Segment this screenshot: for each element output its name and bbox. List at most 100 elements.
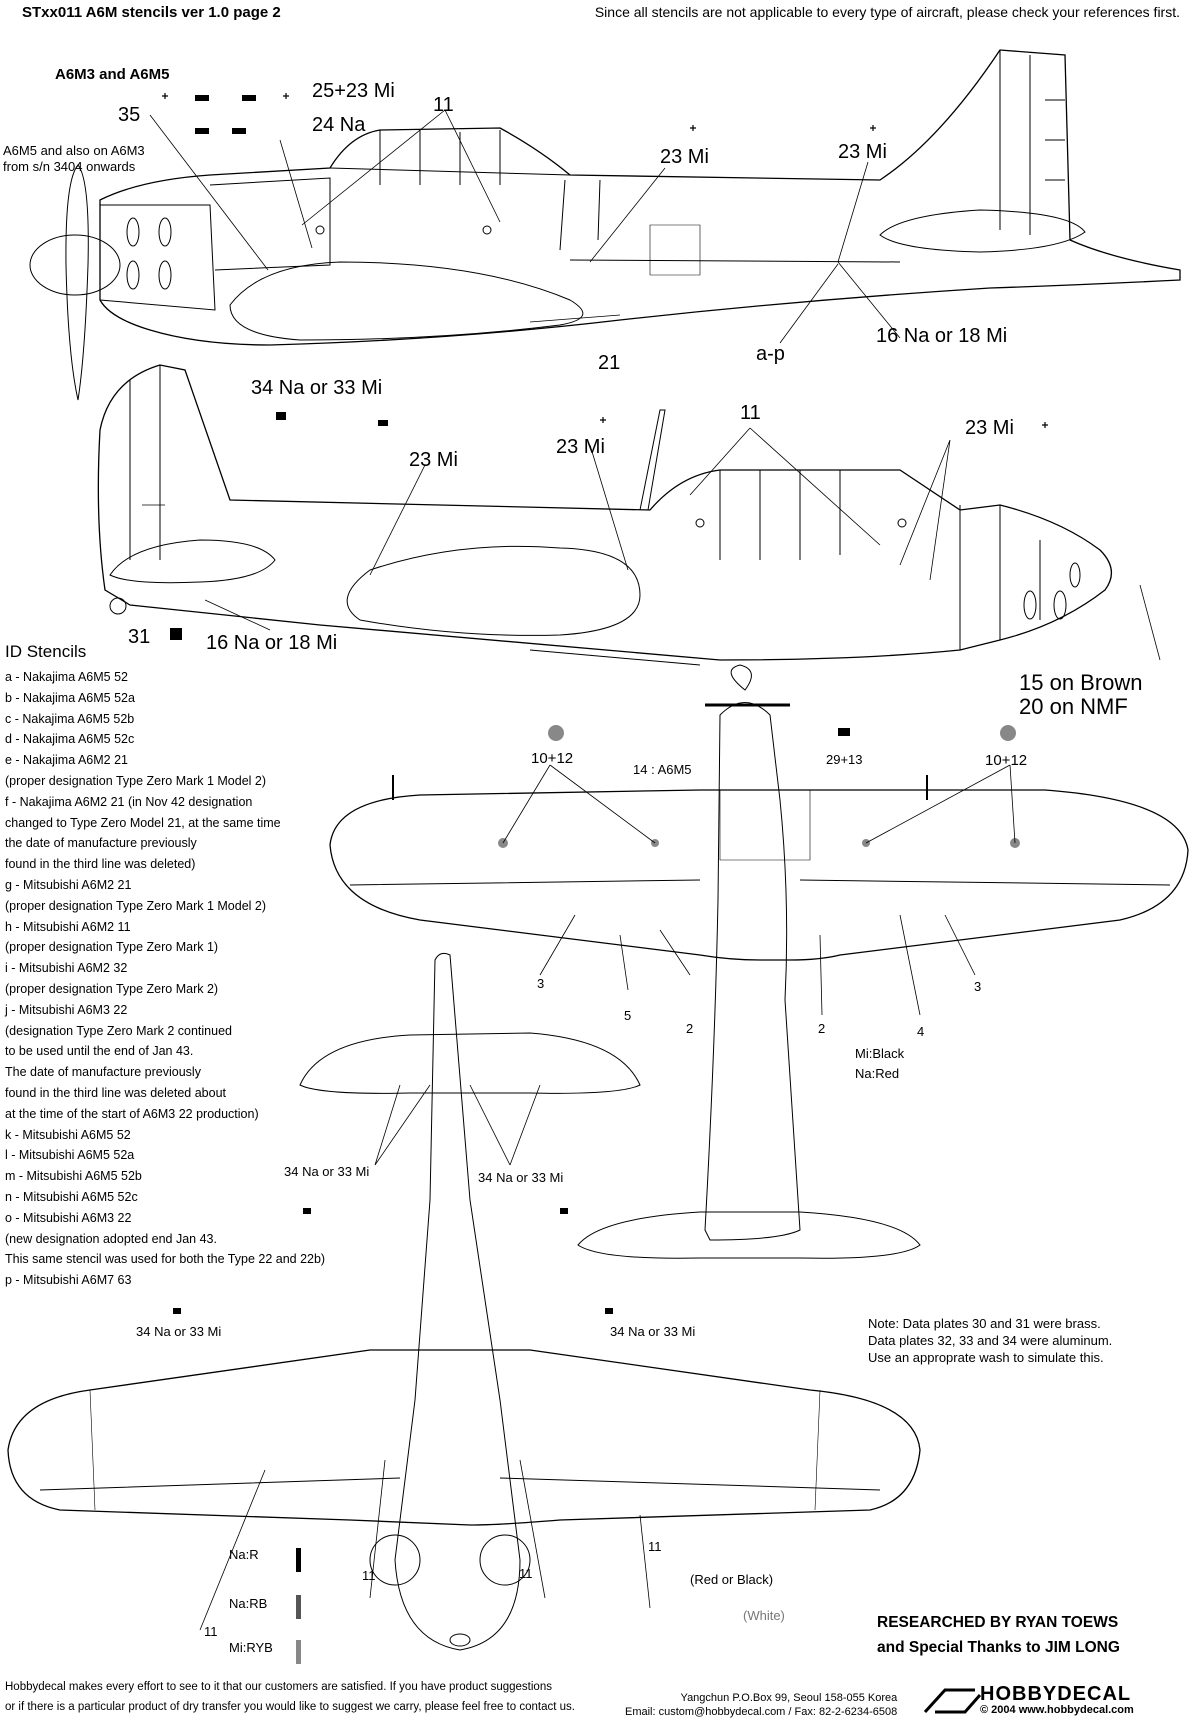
credits-line-1: RESEARCHED BY RYAN TOEWS	[877, 1614, 1119, 1631]
list-item: (proper designation Type Zero Mark 1 Mod…	[5, 898, 267, 913]
brand-name: HOBBYDECAL	[980, 1683, 1132, 1705]
variant-subtitle: A6M3 and A6M5	[55, 66, 170, 83]
note-line: Note: Data plates 30 and 31 were brass.	[868, 1316, 1101, 1331]
leader-lines	[142, 109, 1161, 1631]
callout-14-a6m5: 14 : A6M5	[633, 762, 692, 777]
callout-23-mi-mid-c: 23 Mi	[965, 417, 1014, 439]
list-item: changed to Type Zero Model 21, at the sa…	[5, 815, 281, 830]
callout-34-tail-left: 34 Na or 33 Mi	[284, 1164, 370, 1179]
callout-11-mid: 11	[740, 402, 761, 424]
callout-mi-black: Mi:Black	[855, 1046, 905, 1061]
list-item: b - Nakajima A6M5 52a	[5, 690, 135, 705]
list-item: d - Nakajima A6M5 52c	[5, 732, 135, 747]
disclaimer-text: Since all stencils are not applicable to…	[594, 4, 1180, 20]
footer-line-1: Hobbydecal makes every effort to see to …	[5, 1681, 552, 1693]
list-item: the date of manufacture previously	[5, 836, 197, 851]
list-item: (proper designation Type Zero Mark 1 Mod…	[5, 773, 267, 788]
footer-message: Hobbydecal makes every effort to see to …	[5, 1677, 575, 1717]
callout-23-mi-mid-a: 23 Mi	[409, 449, 458, 471]
tailplane-top	[879, 209, 1086, 253]
callout-10-12-left: 10+12	[531, 750, 574, 767]
callout-11-bottom-center: 11	[519, 1566, 533, 1581]
label-na-rb: Na:RB	[229, 1596, 268, 1611]
footer-address: Yangchun P.O.Box 99, Seoul 158-055 Korea	[680, 1692, 898, 1704]
callout-23-mi-top-b: 23 Mi	[838, 141, 887, 163]
side-view-left-profile	[29, 49, 1181, 401]
note-line: Data plates 32, 33 and 34 were aluminum.	[868, 1333, 1113, 1348]
callout-2-right: 2	[818, 1021, 826, 1036]
spinner-top	[29, 234, 121, 296]
stencil-swatches	[170, 95, 850, 1664]
label-red-or-black: (Red or Black)	[690, 1572, 774, 1587]
list-item: (new designation adopted end Jan 43.	[5, 1231, 217, 1246]
label-na-r: Na:R	[229, 1547, 259, 1562]
list-item: n - Mitsubishi A6M5 52c	[5, 1189, 138, 1204]
callout-11-bottom-left: 11	[204, 1624, 218, 1639]
callout-31: 31	[128, 626, 151, 648]
callout-5: 5	[624, 1008, 632, 1023]
callout-35: 35	[118, 104, 141, 126]
fuselage-outline-top	[99, 49, 1181, 346]
callout-34-tail-right: 34 Na or 33 Mi	[478, 1170, 564, 1185]
list-item: found in the third line was deleted)	[5, 857, 196, 872]
data-plate-note: Note: Data plates 30 and 31 were brass. …	[868, 1315, 1112, 1366]
callout-10-12-right: 10+12	[985, 752, 1028, 769]
callout-25-23-mi: 25+23 Mi	[312, 80, 395, 102]
callout-a-p: a-p	[756, 343, 785, 365]
callout-16-na-mid: 16 Na or 18 Mi	[206, 632, 338, 654]
credits: RESEARCHED BY RYAN TOEWS and Special Tha…	[877, 1610, 1120, 1660]
callout-24-na: 24 Na	[312, 114, 366, 136]
tailplane-plan-bottom	[299, 1032, 641, 1094]
list-item: l - Mitsubishi A6M5 52a	[5, 1148, 135, 1163]
list-item: f - Nakajima A6M2 21 (in Nov 42 designat…	[5, 794, 253, 809]
callout-20-nmf: 20 on NMF	[1019, 694, 1128, 719]
id-stencils-list: a - Nakajima A6M5 52 b - Nakajima A6M5 5…	[5, 667, 325, 1291]
wing-fillet-mid	[346, 545, 641, 636]
list-item: This same stencil was used for both the …	[5, 1252, 326, 1267]
list-item: e - Nakajima A6M2 21	[5, 753, 128, 768]
callout-3-left: 3	[537, 976, 545, 991]
list-item: j - Mitsubishi A6M3 22	[5, 1002, 128, 1017]
callout-11-bottom-mid: 11	[362, 1568, 376, 1583]
callout-29-13: 29+13	[826, 752, 863, 767]
list-item: o - Mitsubishi A6M3 22	[5, 1210, 132, 1225]
list-item: a - Nakajima A6M5 52	[5, 670, 128, 684]
list-item: h - Mitsubishi A6M2 11	[5, 919, 131, 934]
list-item: (proper designation Type Zero Mark 1)	[5, 940, 219, 955]
credits-line-2: and Special Thanks to JIM LONG	[877, 1639, 1120, 1656]
callout-21: 21	[598, 352, 621, 374]
callout-na-red: Na:Red	[855, 1066, 900, 1081]
callout-15-brown: 15 on Brown	[1019, 670, 1143, 695]
plan-view-top-wing	[329, 664, 1189, 1259]
footer-contact: Yangchun P.O.Box 99, Seoul 158-055 Korea…	[625, 1691, 897, 1719]
side-view-right-profile	[97, 364, 1112, 666]
callout-23-mi-mid-b: 23 Mi	[556, 436, 605, 458]
fuselage-plan-top	[704, 702, 801, 1241]
footer-line-2: or if there is a particular product of d…	[5, 1701, 575, 1713]
crosshair-markers	[162, 93, 1048, 428]
list-item: found in the third line was deleted abou…	[5, 1085, 226, 1100]
footer-email-fax: Email: custom@hobbydecal.com / Fax: 82-2…	[625, 1706, 898, 1718]
note-line: Use an approprate wash to simulate this.	[868, 1350, 1104, 1365]
callout-23-mi-top-a: 23 Mi	[660, 146, 709, 168]
list-item: i - Mitsubishi A6M2 32	[5, 961, 128, 976]
callout-2-left: 2	[686, 1021, 694, 1036]
callout-3-right: 3	[974, 979, 982, 994]
callout-11-bottom-right: 11	[648, 1539, 662, 1554]
callout-34-wing-right: 34 Na or 33 Mi	[610, 1324, 696, 1339]
label-mi-ryb: Mi:RYB	[229, 1640, 273, 1655]
list-item: to be used until the end of Jan 43.	[5, 1044, 194, 1059]
tailplane-mid	[109, 539, 276, 584]
propeller-top	[65, 164, 89, 401]
hobbydecal-logo-mark	[923, 1688, 982, 1714]
callout-16-na-top: 16 Na or 18 Mi	[876, 325, 1008, 347]
page-title: STxx011 A6M stencils ver 1.0 page 2	[22, 4, 281, 21]
list-item: g - Mitsubishi A6M2 21	[5, 877, 132, 892]
id-stencils-title: ID Stencils	[5, 642, 87, 661]
copyright-text: © 2004 www.hobbydecal.com	[980, 1704, 1134, 1716]
fuselage-plan-bottom	[394, 952, 521, 1651]
list-item: at the time of the start of A6M3 22 prod…	[5, 1106, 259, 1121]
list-item: (proper designation Type Zero Mark 2)	[5, 981, 219, 996]
list-item: k - Mitsubishi A6M5 52	[5, 1127, 131, 1142]
